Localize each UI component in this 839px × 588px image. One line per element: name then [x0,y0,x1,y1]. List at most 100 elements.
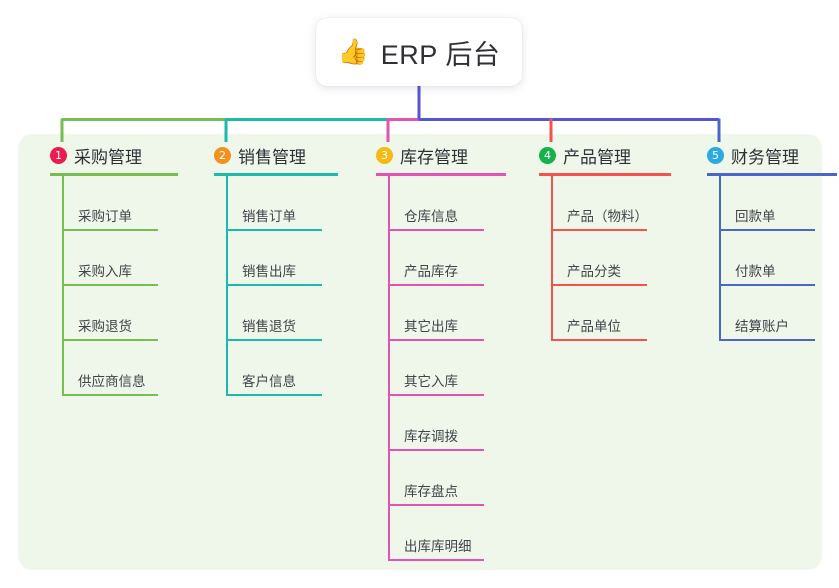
leaf-underline [62,394,158,396]
leaf-item-label: 付款单 [735,264,776,279]
leaf-item-label: 销售退货 [242,319,296,334]
branch-spine [551,176,553,341]
branch-number-badge: 4 [539,146,556,164]
branch-underline [539,173,671,176]
leaf-item[interactable]: 产品（物料） [551,176,681,231]
branch-column-2: 2 销售管理销售订单销售出库销售退货客户信息 [196,134,356,396]
diagram-panel [18,134,822,570]
leaf-item-label: 其它出库 [404,319,458,334]
leaf-item[interactable]: 产品库存 [388,231,518,286]
leaf-underline [388,229,484,231]
leaf-item[interactable]: 其它出库 [388,286,518,341]
branch-underline [707,173,837,176]
leaf-underline [719,229,815,231]
leaf-underline [388,339,484,341]
leaf-item[interactable]: 销售订单 [226,176,356,231]
leaf-item-label: 采购订单 [78,209,132,224]
branch-column-5: 5 财务管理回款单付款单结算账户 [689,134,839,341]
leaf-item[interactable]: 产品单位 [551,286,681,341]
branch-label: 采购管理 [74,147,142,167]
leaf-underline [551,229,647,231]
branch-leaf-list: 仓库信息产品库存其它出库其它入库库存调拨库存盘点出库库明细 [388,176,518,561]
branch-column-4: 4 产品管理产品（物料） 产品分类产品单位 [521,134,681,341]
branch-column-3: 3 库存管理仓库信息产品库存其它出库其它入库库存调拨库存盘点出库库明细 [358,134,518,561]
leaf-underline [226,339,322,341]
branch-spine [719,176,721,341]
branch-underline [50,173,178,176]
leaf-item-label: 供应商信息 [78,374,146,389]
branch-label: 财务管理 [731,147,799,167]
branch-spine [62,176,64,396]
branch-leaf-list: 采购订单采购入库采购退货供应商信息 [62,176,192,396]
leaf-item[interactable]: 采购订单 [62,176,192,231]
leaf-item-label: 仓库信息 [404,209,458,224]
leaf-underline [551,284,647,286]
branch-number-badge: 1 [50,146,67,164]
leaf-underline [719,284,815,286]
leaf-underline [388,284,484,286]
leaf-item-label: 库存盘点 [404,484,458,499]
leaf-item[interactable]: 回款单 [719,176,839,231]
leaf-item-label: 采购退货 [78,319,132,334]
leaf-item[interactable]: 产品分类 [551,231,681,286]
leaf-item[interactable]: 付款单 [719,231,839,286]
branch-header-5[interactable]: 5 财务管理 [689,134,839,176]
leaf-underline [388,394,484,396]
branch-leaf-list: 销售订单销售出库销售退货客户信息 [226,176,356,396]
leaf-item-label: 产品单位 [567,319,621,334]
leaf-underline [62,339,158,341]
leaf-item[interactable]: 销售出库 [226,231,356,286]
leaf-underline [62,284,158,286]
leaf-item[interactable]: 销售退货 [226,286,356,341]
leaf-item-label: 采购入库 [78,264,132,279]
leaf-underline [62,229,158,231]
leaf-item[interactable]: 采购入库 [62,231,192,286]
leaf-underline [551,339,647,341]
leaf-item[interactable]: 出库库明细 [388,506,518,561]
branch-leaf-list: 产品（物料） 产品分类产品单位 [551,176,681,341]
leaf-item-label: 客户信息 [242,374,296,389]
branch-header-2[interactable]: 2 销售管理 [196,134,356,176]
leaf-item[interactable]: 库存盘点 [388,451,518,506]
leaf-item[interactable]: 供应商信息 [62,341,192,396]
branch-label: 销售管理 [238,147,306,167]
branch-column-1: 1 采购管理采购订单采购入库采购退货供应商信息 [32,134,192,396]
branch-leaf-list: 回款单付款单结算账户 [719,176,839,341]
leaf-item-label: 结算账户 [735,319,789,334]
leaf-item-label: 产品（物料） [567,209,648,224]
leaf-underline [388,559,484,561]
leaf-item-label: 库存调拨 [404,429,458,444]
branch-underline [214,173,338,176]
branch-label: 库存管理 [400,147,468,167]
branch-header-1[interactable]: 1 采购管理 [32,134,192,176]
leaf-item[interactable]: 客户信息 [226,341,356,396]
thumbs-up-icon: 👍 [337,37,369,66]
leaf-underline [226,284,322,286]
leaf-item[interactable]: 采购退货 [62,286,192,341]
root-node[interactable]: 👍 ERP 后台 [316,18,522,86]
branch-number-badge: 3 [376,146,393,164]
branch-spine [226,176,228,396]
leaf-item-label: 回款单 [735,209,776,224]
branch-header-4[interactable]: 4 产品管理 [521,134,681,176]
branch-header-3[interactable]: 3 库存管理 [358,134,518,176]
leaf-underline [719,339,815,341]
leaf-item[interactable]: 结算账户 [719,286,839,341]
leaf-item-label: 其它入库 [404,374,458,389]
branch-underline [376,173,506,176]
branch-number-badge: 2 [214,146,231,164]
leaf-item[interactable]: 仓库信息 [388,176,518,231]
branch-number-badge: 5 [707,146,724,164]
leaf-item-label: 销售订单 [242,209,296,224]
branch-columns: 1 采购管理采购订单采购入库采购退货供应商信息 2 销售管理销售订单销售出库销售退货客… [18,134,837,570]
leaf-item[interactable]: 其它入库 [388,341,518,396]
leaf-underline [226,394,322,396]
leaf-item-label: 出库库明细 [404,539,472,554]
leaf-item-label: 产品库存 [404,264,458,279]
leaf-item-label: 销售出库 [242,264,296,279]
leaf-underline [388,504,484,506]
leaf-underline [226,229,322,231]
leaf-underline [388,449,484,451]
leaf-item[interactable]: 库存调拨 [388,396,518,451]
branch-label: 产品管理 [563,147,631,167]
